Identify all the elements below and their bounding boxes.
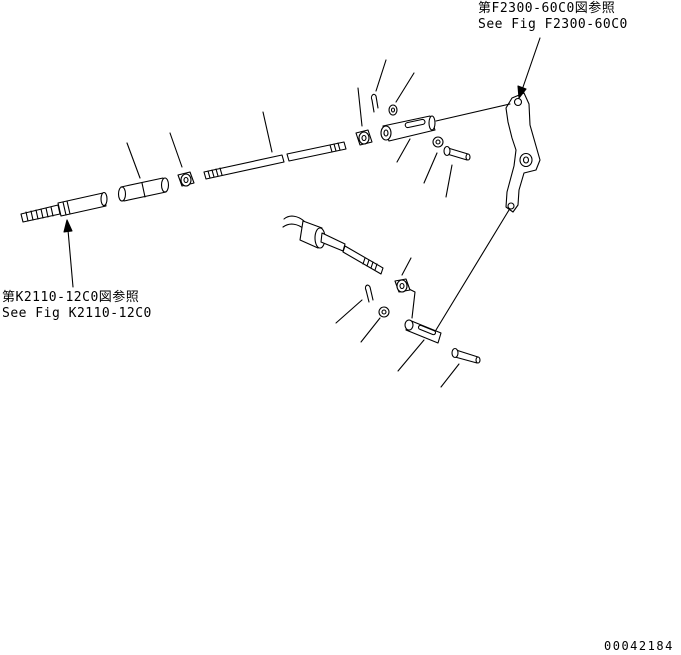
clevis-pin-lower — [451, 347, 481, 364]
reference-arrow-top — [517, 37, 541, 99]
lock-nut-lower — [394, 278, 411, 293]
reference-label-left-jp: 第K2110-12C0図参照 — [2, 290, 140, 305]
cable-end-threaded — [20, 191, 108, 223]
clevis-pin-upper — [443, 145, 471, 161]
cotter-pin-upper — [370, 93, 379, 113]
control-rod-right — [286, 141, 347, 162]
callout-lines — [126, 59, 460, 388]
washer-upper-small — [388, 104, 398, 116]
bell-crank-lever — [505, 92, 541, 213]
clevis-upper — [380, 115, 436, 142]
lock-nut-left — [177, 171, 195, 187]
washer-upper-right — [432, 136, 444, 148]
reference-label-top-jp: 第F2300-60C0図参照 — [478, 1, 616, 16]
drawing-number: 00042184 — [604, 639, 674, 653]
adjuster-sleeve — [117, 177, 170, 202]
control-cable-lower — [282, 215, 384, 275]
reference-label-left-en: See Fig K2110-12C0 — [2, 306, 152, 321]
reference-label-top-en: See Fig F2300-60C0 — [478, 17, 628, 32]
lock-nut-upper — [355, 129, 373, 146]
reference-arrow-left — [63, 219, 74, 288]
linkage-lines — [402, 103, 511, 331]
cotter-pin-lower — [364, 284, 374, 303]
control-rod-left — [203, 154, 285, 180]
clevis-lower — [404, 319, 442, 344]
washer-lower — [378, 306, 390, 318]
